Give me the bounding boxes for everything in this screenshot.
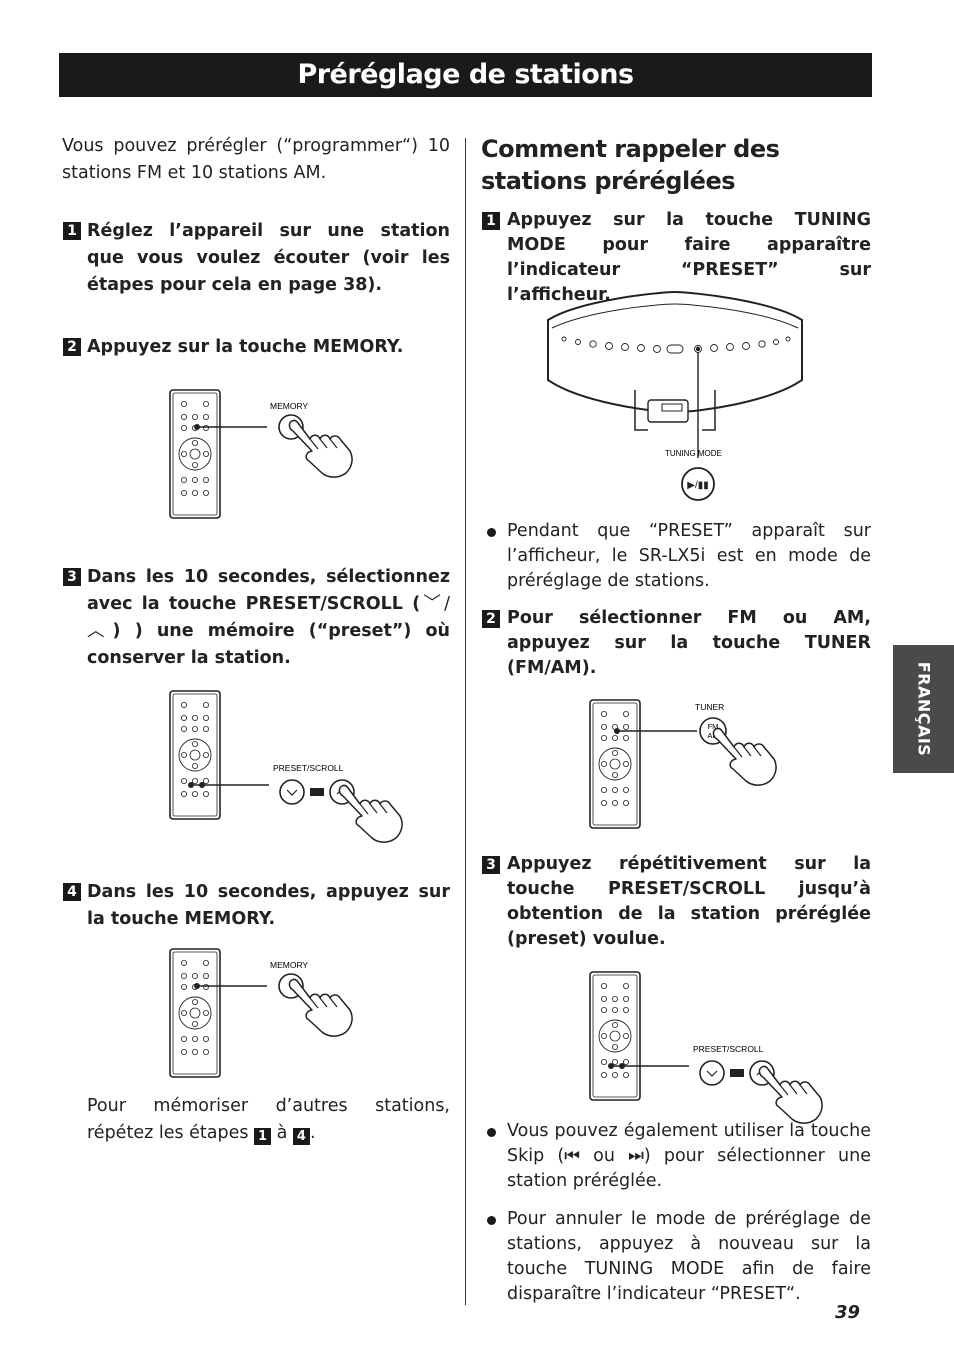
right-step-number-1: 1 (482, 212, 500, 230)
memory-figure-2: MEMORY (169, 948, 353, 1078)
hand-pointer-icon (338, 784, 403, 843)
repeat-to: à (276, 1123, 288, 1143)
right-bullet-1: Pendant que “PRESET” apparaît sur l’affi… (507, 521, 871, 591)
fm-label: FM (708, 722, 719, 731)
remote-control-icon (589, 971, 641, 1101)
right-step-2: Pour sélectionner FM ou AM, appuyez sur … (507, 608, 871, 678)
left-step-4: Dans les 10 secondes, appuyez sur la tou… (87, 882, 450, 929)
section-heading: Comment rappeler des stations préréglées (481, 135, 780, 195)
step-3-text-b: ) une mémoire (“preset”) où conserver la… (87, 621, 451, 668)
bullet-dot-3 (487, 1216, 496, 1225)
title-bar: Préréglage de stations (59, 53, 872, 97)
column-divider (465, 138, 466, 1305)
skip-back-icon: ⏮ (564, 1146, 580, 1166)
left-step-2: Appuyez sur la touche MEMORY. (87, 337, 404, 357)
right-step-3: Appuyez répétitivement sur la touche PRE… (507, 854, 871, 949)
preset-scroll-figure-1: PRESET/SCROLL (169, 690, 403, 843)
remote-control-icon (169, 948, 221, 1078)
remote-control-icon (169, 389, 221, 519)
skip-forward-icon: ⏭ (628, 1146, 644, 1166)
svg-text:▶/▮▮: ▶/▮▮ (687, 480, 708, 491)
remote-control-icon (589, 699, 641, 829)
chevron-down-up-icon: ﹀/︿ (87, 594, 450, 641)
intro-text: Vous pouvez prérégler (“programmer“) 10 … (62, 136, 450, 183)
right-bullet-2: Vous pouvez également utiliser la touche… (507, 1119, 871, 1194)
right-step-number-3: 3 (482, 856, 500, 874)
memory-label: MEMORY (270, 401, 308, 411)
bullet-2-text-b: ) pour sélectionner une station préréglé… (507, 1146, 871, 1191)
tuning-mode-label: TUNING MODE (665, 449, 722, 458)
language-tab-label: FRANÇAIS (914, 661, 933, 757)
step-number-3: 3 (63, 568, 81, 586)
bullet-2-text-a: Vous pouvez également utiliser la touche… (507, 1121, 871, 1166)
step-number-4: 4 (63, 883, 81, 901)
remote-control-icon (169, 690, 221, 820)
right-step-1: Appuyez sur la touche TUNING MODE pour f… (507, 210, 871, 305)
main-unit-figure: TUNING MODE ▶/▮▮ (547, 290, 803, 501)
repeat-text: Pour mémoriser d’autres stations, répéte… (87, 1096, 450, 1143)
down-arrow-icon (279, 779, 305, 805)
bullet-2-or: ou (593, 1146, 615, 1166)
step-number-2: 2 (63, 338, 81, 356)
down-arrow-icon (699, 1060, 725, 1086)
page-title: Préréglage de stations (297, 59, 634, 90)
bullet-dot-1 (487, 528, 496, 537)
preset-scroll-label: PRESET/SCROLL (693, 1044, 764, 1054)
hand-pointer-icon (288, 419, 353, 478)
hand-pointer-icon (758, 1065, 823, 1124)
memory-figure-1: MEMORY (169, 389, 353, 519)
left-step-3: Dans les 10 secondes, sélectionnez avec … (87, 567, 451, 668)
page-number: 39 (835, 1302, 861, 1323)
language-tab: FRANÇAIS (893, 645, 954, 773)
hand-pointer-icon (712, 727, 777, 786)
inline-step-4: 4 (292, 1128, 310, 1145)
preset-scroll-figure-2: PRESET/SCROLL (589, 971, 823, 1124)
memory-label: MEMORY (270, 960, 308, 970)
left-step-1: Réglez l’appareil sur une station que vo… (87, 221, 450, 295)
step-3-text-a: Dans les 10 secondes, sélectionnez avec … (87, 567, 450, 614)
play-pause-icon (681, 467, 715, 501)
hand-pointer-icon (288, 978, 353, 1037)
tuner-label: TUNER (695, 702, 724, 712)
tuner-figure: TUNER FM AM (589, 699, 777, 829)
repeat-note: Pour mémoriser d’autres stations, répéte… (87, 1093, 450, 1147)
preset-scroll-label: PRESET/SCROLL (273, 763, 344, 773)
step-number-1: 1 (63, 222, 81, 240)
repeat-end: . (309, 1123, 316, 1143)
inline-step-1: 1 (254, 1128, 272, 1145)
am-label: AM (707, 731, 718, 740)
right-bullet-3: Pour annuler le mode de préréglage de st… (507, 1209, 871, 1304)
bullet-dot-2 (487, 1128, 496, 1137)
right-step-number-2: 2 (482, 610, 500, 628)
